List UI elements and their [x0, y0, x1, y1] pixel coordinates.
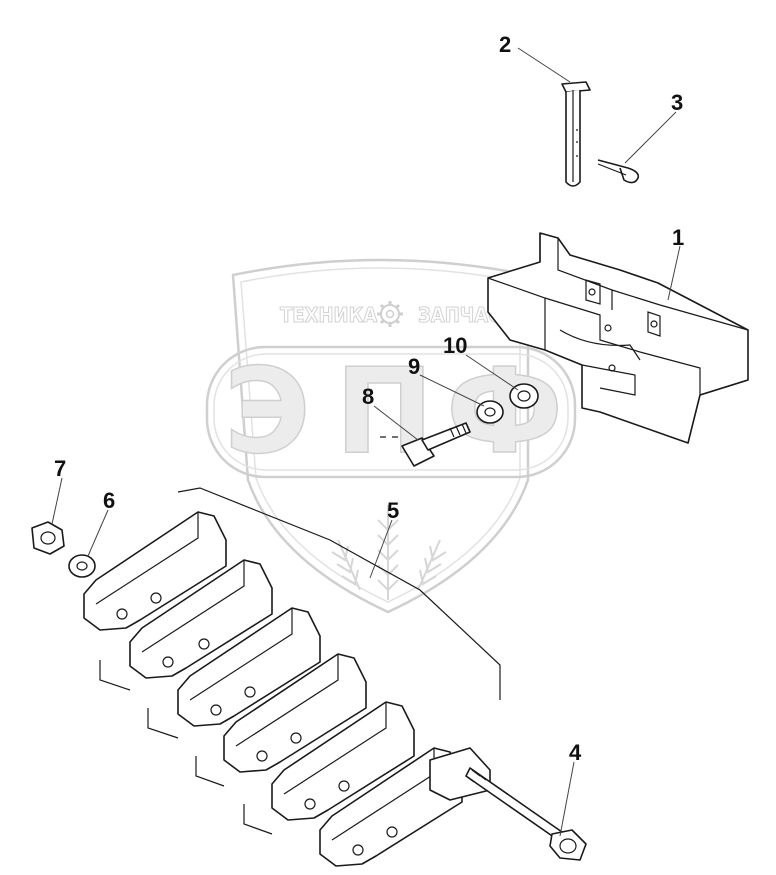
callout-8: 8 — [362, 384, 374, 409]
part-8-bolt — [380, 422, 471, 467]
part-1-weight-block — [487, 232, 749, 444]
part-9-washer — [476, 400, 504, 424]
part-2-pin — [561, 81, 591, 187]
callout-5: 5 — [387, 498, 399, 523]
callout-9: 9 — [408, 354, 420, 379]
callout-4: 4 — [569, 740, 582, 765]
watermark-letter-3: Ф — [446, 342, 563, 480]
part-3-clip — [597, 159, 640, 184]
callout-10: 10 — [443, 333, 467, 358]
watermark-banner — [205, 345, 577, 479]
watermark-text-left: ТЕХНИКА — [280, 303, 377, 327]
leader-1 — [667, 245, 681, 301]
leader-10 — [465, 354, 519, 391]
leader-4 — [559, 761, 575, 837]
leader-3 — [624, 111, 677, 164]
gear-icon — [377, 301, 403, 327]
watermark-letter-1: Э — [224, 342, 311, 480]
leader-6 — [87, 509, 109, 557]
leader-5 — [369, 519, 393, 579]
callout-2: 2 — [499, 32, 511, 57]
part-6-washer — [68, 554, 96, 578]
leader-7 — [51, 477, 63, 525]
part-10-washer — [509, 383, 539, 409]
part-5-weight-stack — [83, 487, 501, 867]
leader-9 — [419, 374, 485, 407]
part-7-nut — [31, 521, 65, 555]
callout-1: 1 — [672, 225, 684, 250]
leader-8 — [373, 405, 419, 441]
leader-2 — [517, 47, 571, 83]
leader-lines — [51, 47, 681, 837]
callout-3: 3 — [671, 90, 683, 115]
callouts: 1 2 3 4 5 6 7 8 9 10 — [54, 32, 684, 765]
callout-7: 7 — [54, 456, 66, 481]
part-4-long-bolt — [465, 767, 587, 861]
watermark-shield — [231, 258, 530, 614]
callout-6: 6 — [103, 488, 115, 513]
